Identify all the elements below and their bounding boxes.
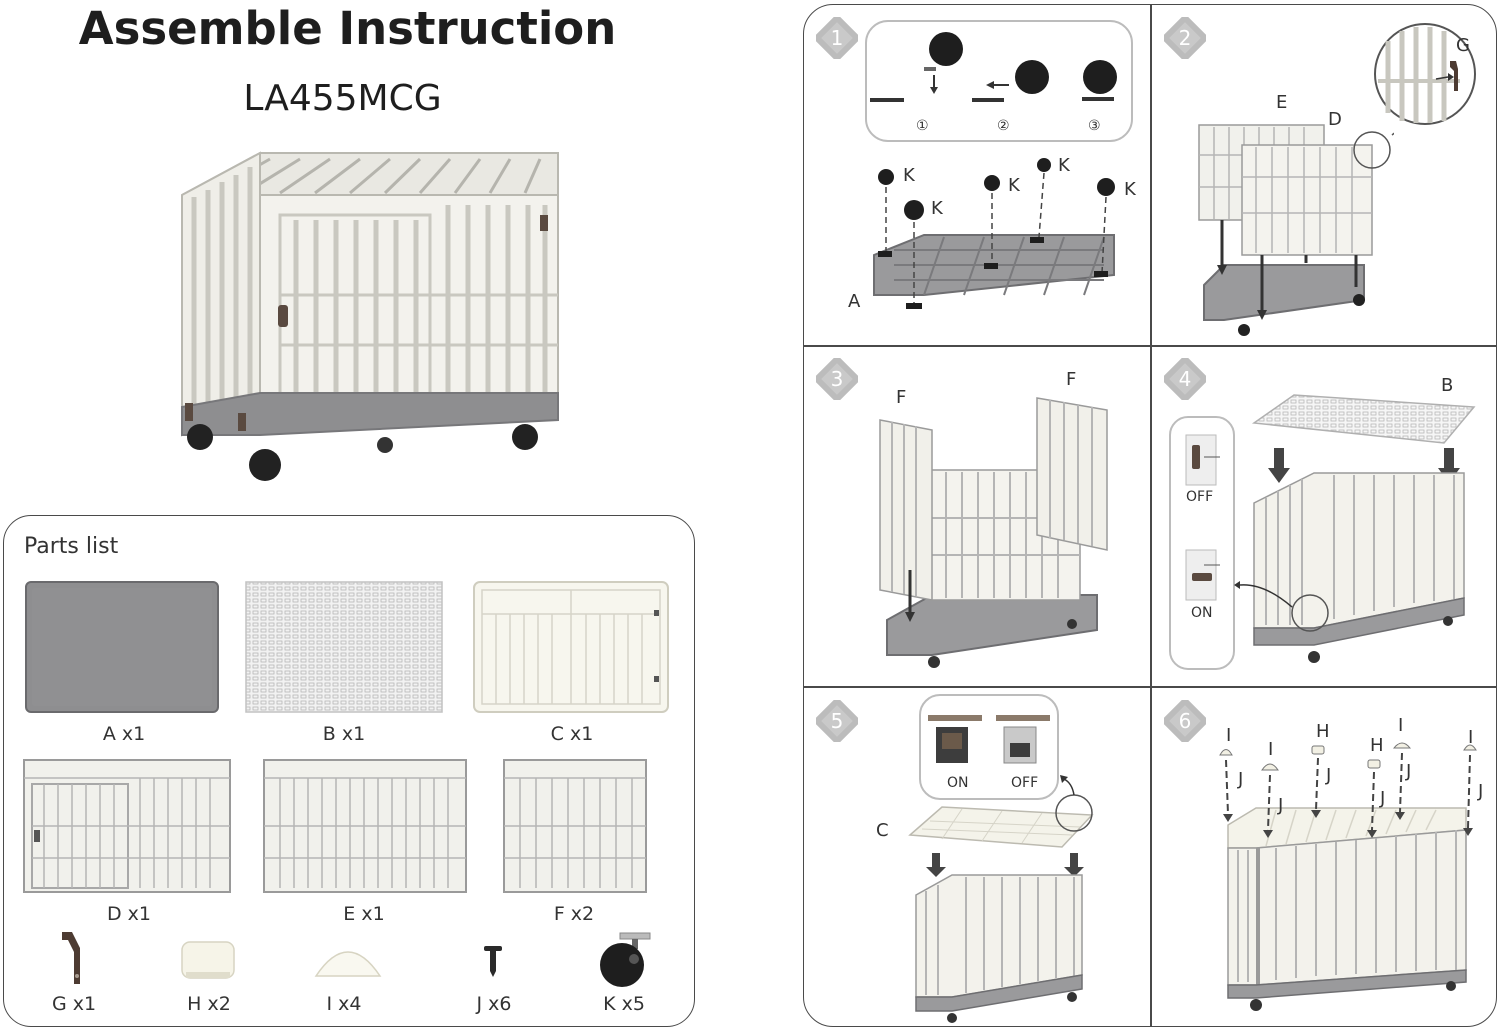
step-4-number: 4: [1164, 358, 1206, 400]
step-1-number: 1: [816, 17, 858, 59]
step-2-label-d: D: [1328, 109, 1342, 130]
step-4-floor-grid-insertion: [1234, 393, 1484, 673]
step-5-badge: 5: [816, 700, 858, 742]
step-6-label-i-1: I: [1226, 725, 1231, 746]
step-4-label-on: ON: [1191, 605, 1213, 621]
step-3-label-f-left: F: [896, 387, 906, 408]
step-6-number: 6: [1164, 700, 1206, 742]
step-2-panels-on-base: [1194, 115, 1394, 340]
step-2-label-g: G: [1456, 35, 1470, 56]
step-1-substep-3: ③: [1088, 118, 1101, 134]
part-j-screw: [482, 944, 504, 978]
parts-list-title: Parts list: [24, 534, 118, 559]
part-k-caster-wheel: [594, 931, 656, 989]
step-3-number: 3: [816, 358, 858, 400]
part-f-label: F x2: [534, 903, 614, 925]
step-2-number: 2: [1164, 17, 1206, 59]
part-a-base-tray: [24, 580, 220, 714]
step-1-substep-2: ②: [997, 118, 1010, 134]
part-g-label: G x1: [39, 993, 109, 1015]
step-3-label-f-right: F: [1066, 369, 1076, 390]
step-grid-divider-vertical: [1150, 5, 1152, 1026]
step-6-caps-and-screws: [1216, 720, 1486, 1020]
step-1-label-a: A: [848, 291, 860, 312]
part-e-back-panel: [262, 758, 468, 894]
page-title: Assemble Instruction: [0, 2, 695, 55]
part-a-label: A x1: [84, 723, 164, 745]
step-6-label-j-3: J: [1326, 765, 1331, 786]
step-4-badge: 4: [1164, 358, 1206, 400]
step-6-label-j-5: J: [1406, 761, 1411, 782]
step-4-label-b: B: [1441, 375, 1453, 396]
step-2-badge: 2: [1164, 17, 1206, 59]
step-6-label-i-4: I: [1468, 727, 1473, 748]
step-1-label-k-2: K: [931, 198, 943, 219]
step-6-label-h-2: H: [1370, 735, 1384, 756]
part-i-dome-cap: [312, 936, 384, 984]
step-1-badge: 1: [816, 17, 858, 59]
assembled-crate-image: [170, 145, 580, 490]
step-6-label-i-2: I: [1268, 739, 1273, 760]
step-1-substep-1: ①: [916, 118, 929, 134]
step-6-label-j-6: J: [1478, 781, 1483, 802]
parts-list-panel: Parts list A x1 B x1 C: [3, 515, 695, 1027]
part-d-label: D x1: [89, 903, 169, 925]
step-6-label-i-3: I: [1398, 715, 1403, 736]
part-c-label: C x1: [532, 723, 612, 745]
step-5-number: 5: [816, 700, 858, 742]
part-k-label: K x5: [589, 993, 659, 1015]
part-h-label: H x2: [174, 993, 244, 1015]
step-1-label-k-3: K: [1008, 175, 1020, 196]
step-6-label-h-1: H: [1316, 721, 1330, 742]
step-1-label-k-1: K: [903, 165, 915, 186]
part-d-front-panel: [22, 758, 232, 894]
step-grid-divider-row2: [804, 686, 1496, 688]
step-5-top-panel-insertion: [902, 775, 1102, 1025]
part-g-latch-hook: [54, 928, 88, 988]
part-h-corner-cap: [178, 936, 238, 984]
step-6-label-j-1: J: [1238, 769, 1243, 790]
part-c-top-panel: [472, 580, 670, 714]
model-number: LA455MCG: [0, 78, 685, 119]
part-b-label: B x1: [304, 723, 384, 745]
step-6-badge: 6: [1164, 700, 1206, 742]
step-6-label-j-2: J: [1278, 795, 1283, 816]
step-1-label-k-5: K: [1124, 179, 1136, 200]
step-4-latch-on-off-callout: [1168, 415, 1236, 671]
part-j-label: J x6: [459, 993, 529, 1015]
step-grid-divider-row1: [804, 345, 1496, 347]
part-f-side-panel: [502, 758, 648, 894]
part-e-label: E x1: [324, 903, 404, 925]
step-2-label-e: E: [1276, 92, 1287, 113]
step-1-label-k-4: K: [1058, 155, 1070, 176]
assembly-steps-panel: 1 ① ② ③: [803, 4, 1497, 1027]
part-i-label: I x4: [309, 993, 379, 1015]
step-6-label-j-4: J: [1380, 788, 1385, 809]
step-4-label-off: OFF: [1186, 489, 1213, 505]
step-5-label-c: C: [876, 820, 889, 841]
step-3-badge: 3: [816, 358, 858, 400]
part-b-floor-grid: [244, 580, 444, 714]
step-3-side-panels-insertion: [872, 390, 1122, 670]
